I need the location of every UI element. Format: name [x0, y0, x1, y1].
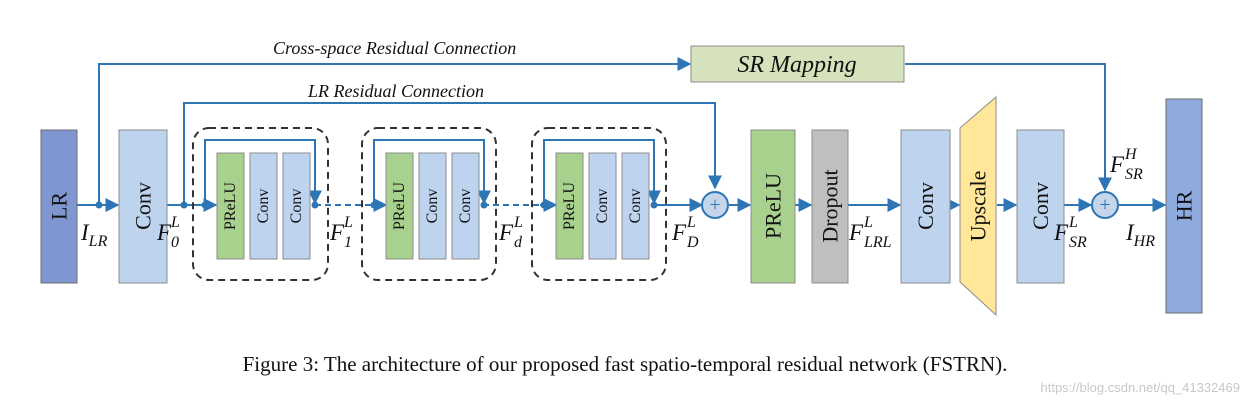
upscale-block: Upscale: [959, 95, 997, 317]
svg-text:Upscale: Upscale: [966, 171, 991, 242]
plus-node-sr: +: [1091, 191, 1119, 219]
conv-label: Conv: [424, 189, 441, 224]
conv-block: [418, 152, 447, 260]
var-f1-l: F L 1: [329, 214, 353, 251]
conv-block-lrl: Conv: [900, 129, 951, 284]
svg-text:SR: SR: [1069, 234, 1087, 251]
svg-text:PReLU: PReLU: [761, 173, 786, 239]
svg-text:Conv: Conv: [131, 182, 156, 230]
conv-label: Conv: [457, 189, 474, 224]
watermark: https://blog.csdn.net/qq_41332469: [1040, 380, 1241, 395]
svg-text:LR: LR: [47, 192, 72, 220]
prelu-block: [385, 152, 414, 260]
plus-node-lr: +: [701, 191, 729, 219]
prelu-block: [555, 152, 584, 260]
var-f-sr-h: F H SR: [1109, 146, 1143, 183]
svg-text:Conv: Conv: [1028, 182, 1053, 230]
lr-residual-label: LR Residual Connection: [307, 81, 484, 101]
svg-text:F: F: [848, 220, 864, 245]
conv-block: [451, 152, 480, 260]
svg-text:Dropout: Dropout: [818, 169, 843, 242]
residual-block-d: PReLU Conv Conv: [531, 127, 667, 281]
conv-block: [621, 152, 650, 260]
lr-input-block: LR: [40, 129, 78, 284]
conv-label: Conv: [288, 189, 305, 224]
conv-block: [588, 152, 617, 260]
var-f-sr-l: F L SR: [1053, 214, 1087, 251]
var-fd-l: F L d: [498, 214, 523, 251]
lr-residual-connection: [183, 102, 722, 205]
hr-output-block: HR: [1165, 98, 1203, 314]
prelu-label: PReLU: [561, 182, 578, 230]
svg-text:L: L: [863, 214, 873, 231]
junction-dots: [95, 201, 658, 209]
prelu-label: PReLU: [391, 182, 408, 230]
svg-text:D: D: [686, 234, 699, 251]
svg-text:F: F: [1109, 152, 1125, 177]
svg-text:Conv: Conv: [913, 182, 938, 230]
svg-text:0: 0: [171, 234, 179, 251]
svg-text:F: F: [1053, 220, 1069, 245]
var-i-hr: IHR: [1125, 220, 1155, 250]
svg-text:L: L: [513, 214, 523, 231]
figure-caption: Figure 3: The architecture of our propos…: [242, 352, 1008, 376]
var-f-lrl: F L LRL: [848, 214, 892, 251]
svg-text:LRL: LRL: [863, 234, 892, 251]
svg-text:ILR: ILR: [80, 220, 108, 250]
conv-label: Conv: [255, 189, 272, 224]
svg-text:F: F: [156, 220, 172, 245]
prelu-block: [216, 152, 245, 260]
svg-text:+: +: [709, 194, 720, 216]
conv-label: Conv: [627, 189, 644, 224]
var-fD-l: F L D: [671, 214, 699, 251]
svg-text:SR Mapping: SR Mapping: [737, 52, 856, 78]
cross-space-residual-connection: [98, 57, 1112, 205]
dropout-block: Dropout: [811, 129, 849, 284]
svg-text:L: L: [686, 214, 696, 231]
svg-text:H: H: [1124, 146, 1138, 163]
prelu-block-main: PReLU: [750, 129, 796, 284]
conv-block: [249, 152, 278, 260]
residual-block-1: PReLU Conv Conv: [192, 127, 329, 281]
conv-block-first: Conv: [118, 129, 168, 284]
svg-text:d: d: [514, 234, 523, 251]
svg-text:F: F: [498, 220, 514, 245]
var-i-lr: ILR: [80, 220, 108, 250]
svg-text:F: F: [671, 220, 687, 245]
cross-space-label: Cross-space Residual Connection: [273, 38, 516, 58]
svg-text:IHR: IHR: [1125, 220, 1155, 250]
conv-block: [282, 152, 311, 260]
svg-text:HR: HR: [1172, 190, 1197, 221]
svg-text:F: F: [329, 220, 345, 245]
residual-block-2: PReLU Conv Conv: [361, 127, 497, 281]
sr-mapping-block: SR Mapping: [690, 45, 905, 83]
svg-text:L: L: [1068, 214, 1078, 231]
svg-text:L: L: [343, 214, 353, 231]
conv-block-sr: Conv: [1016, 129, 1065, 284]
svg-text:SR: SR: [1125, 166, 1143, 183]
conv-label: Conv: [594, 189, 611, 224]
svg-text:L: L: [170, 214, 180, 231]
svg-text:1: 1: [344, 234, 352, 251]
var-f0-l: F L 0: [156, 214, 180, 251]
svg-text:+: +: [1099, 194, 1110, 216]
prelu-label: PReLU: [222, 182, 239, 230]
